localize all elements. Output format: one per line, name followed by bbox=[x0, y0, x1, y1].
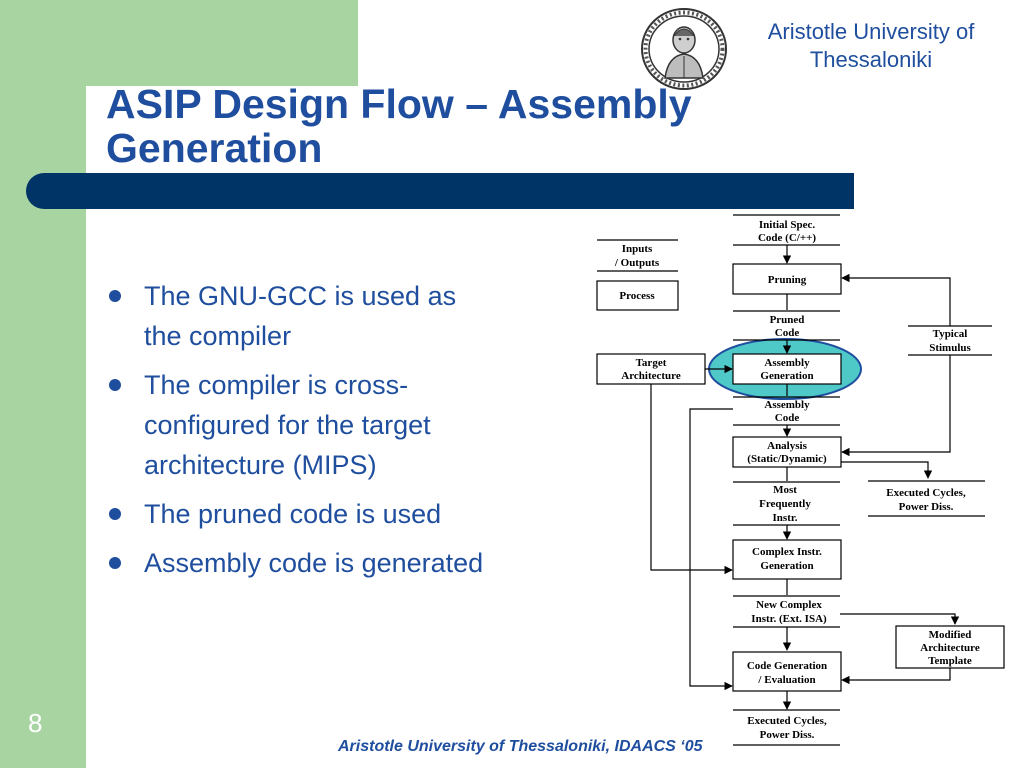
title-line-1: ASIP Design Flow – Assembly bbox=[106, 81, 692, 127]
node-text: Generation bbox=[760, 560, 813, 572]
page-number: 8 bbox=[28, 708, 43, 738]
node-text: Instr. bbox=[773, 512, 798, 524]
node-text: Code Generation bbox=[747, 660, 827, 672]
bullet-text: The compiler is cross- bbox=[144, 370, 409, 400]
node-pruned-code: Pruned Code bbox=[733, 310, 840, 341]
side-band bbox=[0, 0, 86, 768]
bullet-text: The pruned code is used bbox=[144, 499, 442, 529]
bullet-item: Assembly code is generated bbox=[106, 543, 586, 583]
bullet-text: The GNU-GCC is used as bbox=[144, 281, 457, 311]
node-text: Assembly bbox=[764, 399, 810, 411]
bullet-dot-icon bbox=[109, 508, 121, 520]
legend: Inputs / Outputs Process bbox=[596, 239, 679, 311]
design-flow-diagram: Inputs / Outputs Process Initial Spec. C… bbox=[596, 214, 1005, 746]
title-underline-bar bbox=[26, 173, 854, 209]
node-code-generation: Code Generation / Evaluation bbox=[732, 651, 842, 692]
node-text: Most bbox=[773, 484, 797, 496]
title-line-2: Generation bbox=[106, 125, 323, 171]
node-text: Frequently bbox=[759, 498, 811, 510]
node-text: Modified bbox=[929, 629, 972, 641]
university-name: Aristotle University of Thessaloniki bbox=[742, 18, 1000, 74]
node-text: Initial Spec. bbox=[759, 219, 815, 231]
node-text: Complex Instr. bbox=[752, 546, 822, 558]
bullet-text: Assembly code is generated bbox=[144, 548, 484, 578]
node-text: / Evaluation bbox=[757, 674, 815, 686]
node-text: Instr. (Ext. ISA) bbox=[751, 613, 827, 625]
bullet-text: the compiler bbox=[144, 321, 292, 351]
node-assembly-code: Assembly Code bbox=[733, 396, 840, 426]
node-text: Code (C/++) bbox=[758, 232, 816, 244]
node-text: Template bbox=[928, 655, 972, 667]
university-name-line-2: Thessaloniki bbox=[809, 47, 933, 72]
node-text: Target bbox=[636, 357, 667, 369]
node-target-architecture: Target Architecture bbox=[596, 353, 706, 385]
node-text: Power Diss. bbox=[899, 501, 954, 513]
bullet-dot-icon bbox=[109, 290, 121, 302]
node-text: Power Diss. bbox=[760, 729, 815, 741]
node-text: Analysis bbox=[767, 440, 807, 452]
bullet-dot-icon bbox=[109, 379, 121, 391]
node-text: (Static/Dynamic) bbox=[747, 453, 827, 465]
node-text: Architecture bbox=[621, 370, 681, 382]
bullet-item: The GNU-GCC is used as the compiler bbox=[106, 276, 586, 356]
node-text: Typical bbox=[933, 328, 968, 340]
node-text: Pruning bbox=[768, 274, 807, 286]
node-analysis: Analysis (Static/Dynamic) bbox=[732, 436, 842, 468]
node-text: Executed Cycles, bbox=[886, 487, 966, 499]
bullet-dot-icon bbox=[109, 557, 121, 569]
bullet-text: architecture (MIPS) bbox=[144, 450, 377, 480]
node-text: Executed Cycles, bbox=[747, 715, 827, 727]
node-initial-spec: Initial Spec. Code (C/++) bbox=[733, 214, 840, 246]
node-text: Assembly bbox=[764, 357, 810, 369]
node-complex-instr-generation: Complex Instr. Generation bbox=[732, 539, 842, 580]
node-text: Code bbox=[775, 327, 800, 339]
content-corner bbox=[86, 86, 206, 186]
node-new-complex-instr: New Complex Instr. (Ext. ISA) bbox=[733, 595, 840, 628]
top-band bbox=[0, 0, 358, 86]
legend-process-label: Process bbox=[619, 290, 655, 302]
university-seal-icon bbox=[641, 8, 727, 90]
node-executed-cycles-1: Executed Cycles, Power Diss. bbox=[868, 480, 985, 517]
legend-io-label: / Outputs bbox=[614, 257, 660, 269]
node-text: Code bbox=[775, 412, 800, 424]
university-name-line-1: Aristotle University of bbox=[767, 19, 975, 44]
node-text: Pruned bbox=[770, 314, 805, 326]
legend-io-label: Inputs bbox=[622, 243, 653, 255]
node-text: Generation bbox=[760, 370, 813, 382]
bullet-list: The GNU-GCC is used as the compiler The … bbox=[106, 276, 586, 592]
bullet-item: The compiler is cross- configured for th… bbox=[106, 365, 586, 485]
node-pruning: Pruning bbox=[732, 263, 842, 295]
node-most-frequent: Most Frequently Instr. bbox=[733, 481, 840, 526]
node-text: New Complex bbox=[756, 599, 822, 611]
node-text: Architecture bbox=[920, 642, 980, 654]
node-executed-cycles-2: Executed Cycles, Power Diss. bbox=[733, 709, 840, 746]
bullet-text: configured for the target bbox=[144, 410, 431, 440]
node-typical-stimulus: Typical Stimulus bbox=[908, 325, 992, 356]
bullet-item: The pruned code is used bbox=[106, 494, 586, 534]
slide-title: ASIP Design Flow – Assembly Generation bbox=[106, 82, 786, 170]
node-text: Stimulus bbox=[929, 342, 971, 354]
footer-text: Aristotle University of Thessaloniki, ID… bbox=[338, 738, 703, 755]
node-assembly-generation: Assembly Generation bbox=[732, 353, 842, 385]
node-modified-architecture: Modified Architecture Template bbox=[895, 625, 1005, 669]
